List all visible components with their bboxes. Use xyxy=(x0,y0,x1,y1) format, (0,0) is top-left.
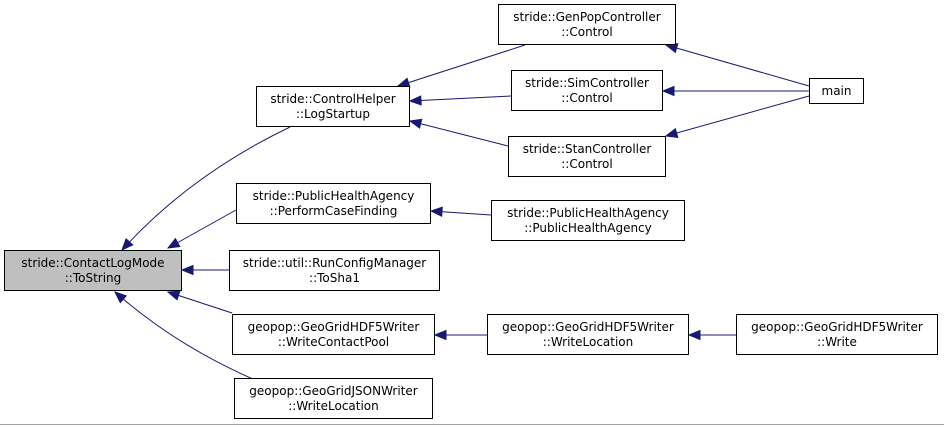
node-hdf5writer-writelocation[interactable]: geopop::GeoGridHDF5Writer ::WriteLocatio… xyxy=(487,314,689,355)
node-line-1: stride::PublicHealthAgency xyxy=(252,188,415,203)
edge-main-to-stanctrl xyxy=(665,95,810,137)
node-line-2: ::Control xyxy=(561,24,613,39)
arrowhead-simctrl-to-logstartup xyxy=(408,95,422,106)
node-hdf5writer-write[interactable]: geopop::GeoGridHDF5Writer ::Write xyxy=(736,314,938,355)
node-genpopcontroller-control[interactable]: stride::GenPopController ::Control xyxy=(498,4,676,45)
edge-performcase-to-tostring xyxy=(167,209,237,249)
node-line-1: stride::GenPopController xyxy=(513,9,661,24)
node-line-2: ::PublicHealthAgency xyxy=(524,220,652,235)
node-stancontroller-control[interactable]: stride::StanController ::Control xyxy=(508,136,666,177)
edge-genpop-to-logstartup xyxy=(397,44,526,87)
node-line-2: ::Control xyxy=(561,156,613,171)
edge-simctrl-to-logstartup xyxy=(409,95,512,102)
node-line-1: stride::PublicHealthAgency xyxy=(507,205,669,220)
arrowhead-writelocation-json-to-tostring xyxy=(114,291,128,304)
node-line-1: stride::SimController xyxy=(525,75,649,90)
bottom-divider xyxy=(0,424,944,425)
node-line-1: stride::util::RunConfigManager xyxy=(242,255,427,270)
node-line-1: geopop::GeoGridJSONWriter xyxy=(249,383,418,398)
node-line-1: stride::ControlHelper xyxy=(270,91,396,106)
edge-logstartup-to-tostring xyxy=(121,126,291,251)
arrowhead-writecontactpool-to-tostring xyxy=(166,290,181,301)
node-line-1: geopop::GeoGridHDF5Writer xyxy=(247,319,420,334)
arrowhead-logstartup-to-tostring xyxy=(121,237,134,251)
node-line-2: ::WriteContactPool xyxy=(277,334,390,349)
node-contactlogmode-tostring: stride::ContactLogMode ::ToString xyxy=(4,250,182,291)
arrowhead-write-hdf5-to-writelocation-hdf5 xyxy=(687,329,701,341)
node-controlhelper-logstartup[interactable]: stride::ControlHelper ::LogStartup xyxy=(256,86,410,127)
node-line-2: ::WriteLocation xyxy=(542,334,634,349)
node-line-2: ::ToString xyxy=(64,270,122,285)
arrowhead-main-to-genpop xyxy=(664,43,679,54)
node-publichealthagency-ctor[interactable]: stride::PublicHealthAgency ::PublicHealt… xyxy=(491,200,685,241)
node-line-2: ::Control xyxy=(561,90,613,105)
node-publichealthagency-performcasefinding[interactable]: stride::PublicHealthAgency ::PerformCase… xyxy=(236,183,431,224)
arrowhead-writelocation-hdf5-to-writecontactpool xyxy=(433,329,447,341)
arrowhead-tosha1-to-tostring xyxy=(180,264,194,276)
node-line-2: ::Write xyxy=(817,334,857,349)
node-runconfigmanager-tosha1[interactable]: stride::util::RunConfigManager ::ToSha1 xyxy=(229,250,440,291)
edge-main-to-genpop xyxy=(665,44,810,87)
node-line-1: geopop::GeoGridHDF5Writer xyxy=(502,319,674,334)
node-simcontroller-control[interactable]: stride::SimController ::Control xyxy=(511,70,663,111)
node-line-1: main xyxy=(821,83,852,98)
node-line-2: ::LogStartup xyxy=(295,106,371,121)
edge-writelocation-json-to-tostring xyxy=(114,291,256,381)
node-hdf5writer-writecontactpool[interactable]: geopop::GeoGridHDF5Writer ::WriteContact… xyxy=(232,314,435,355)
node-line-1: stride::StanController xyxy=(522,141,652,156)
node-main[interactable]: main xyxy=(809,78,864,104)
arrowhead-main-to-simctrl xyxy=(661,85,675,97)
node-line-1: stride::ContactLogMode xyxy=(21,255,165,270)
node-line-2: ::ToSha1 xyxy=(309,270,360,285)
node-jsonwriter-writelocation[interactable]: geopop::GeoGridJSONWriter ::WriteLocatio… xyxy=(234,378,433,419)
arrowhead-stanctrl-to-logstartup xyxy=(408,118,423,129)
arrowhead-performcase-to-tostring xyxy=(166,237,181,249)
node-line-2: ::PerformCaseFinding xyxy=(269,203,398,218)
edge-stanctrl-to-logstartup xyxy=(409,120,509,147)
node-line-2: ::WriteLocation xyxy=(288,398,379,413)
node-line-1: geopop::GeoGridHDF5Writer xyxy=(751,319,923,334)
arrowhead-main-to-stanctrl xyxy=(664,127,679,138)
arrowhead-pha-to-performcase xyxy=(429,206,443,217)
